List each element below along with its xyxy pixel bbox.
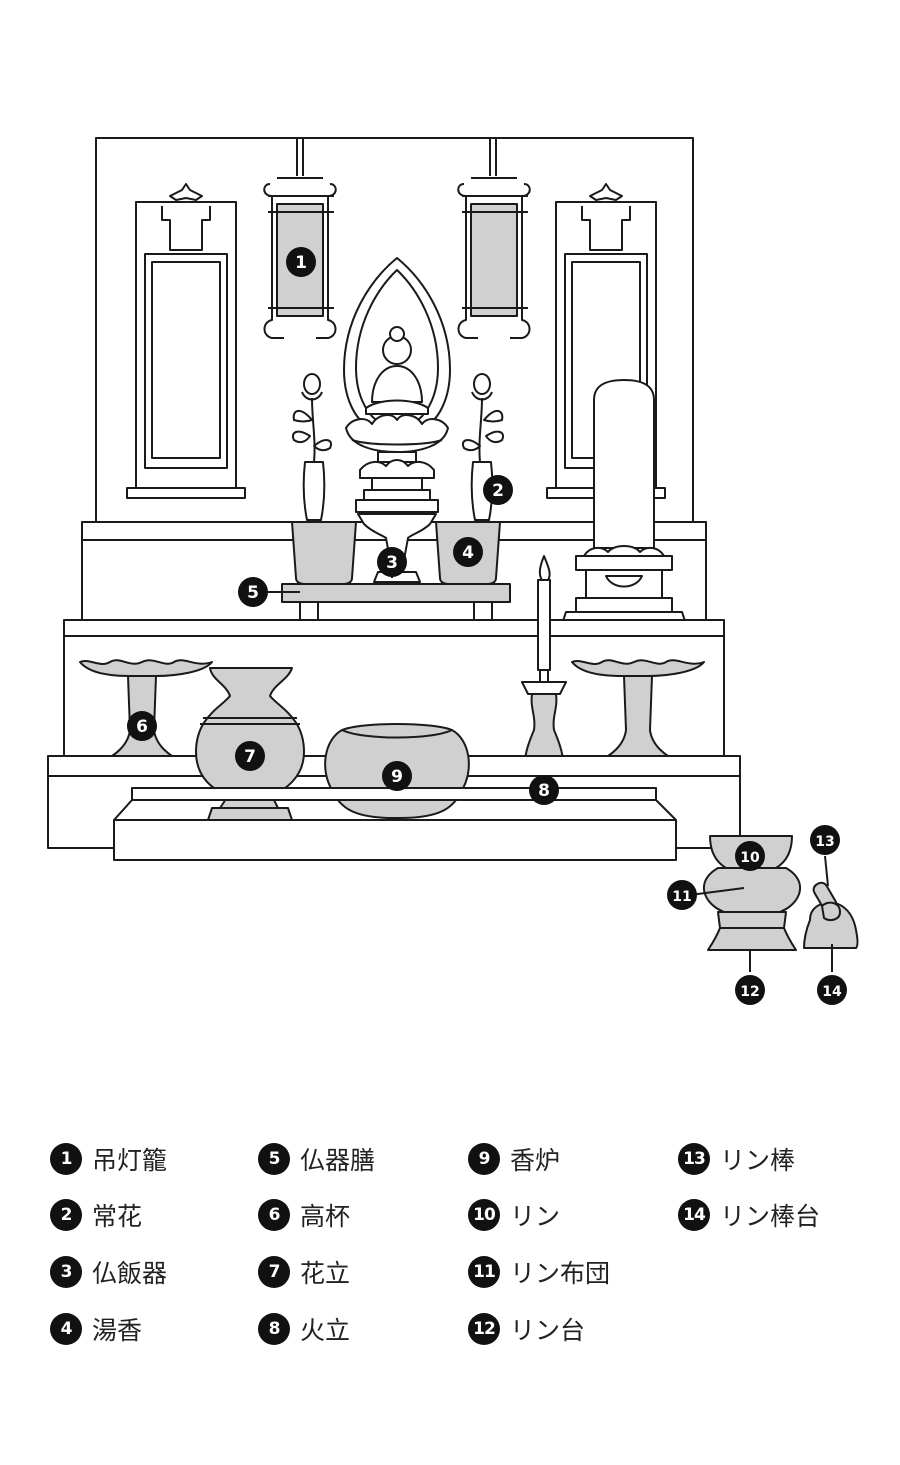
- legend-item-9: 9 香炉: [468, 1142, 560, 1176]
- legend-label: 仏飯器: [92, 1259, 168, 1288]
- legend-badge: 5: [258, 1143, 290, 1175]
- callout-circle: [127, 711, 157, 741]
- legend-label: リン: [510, 1202, 561, 1231]
- callout-10: 10: [735, 841, 765, 871]
- legend-label: 香炉: [510, 1146, 561, 1175]
- callout-circle: [453, 537, 483, 567]
- callout-8: 8: [529, 775, 559, 805]
- callout-circle: [735, 975, 765, 1005]
- callout-number: 2: [492, 481, 504, 501]
- legend-item-7: 7 花立: [258, 1255, 350, 1289]
- callout-6: 6: [127, 711, 157, 741]
- legend-item-12: 12 リン台: [468, 1312, 585, 1346]
- legend-item-3: 3 仏飯器: [50, 1255, 167, 1289]
- front-platform: [113, 787, 677, 861]
- callout-3: 3: [377, 547, 407, 577]
- callout-12: 12: [735, 975, 765, 1005]
- legend-item-10: 10 リン: [468, 1198, 560, 1232]
- callout-number: 13: [815, 834, 834, 850]
- callout-14: 14: [817, 975, 847, 1005]
- legend-label: リン布団: [510, 1259, 611, 1288]
- legend-item-1: 1 吊灯籠: [50, 1142, 167, 1176]
- legend-badge: 9: [468, 1143, 500, 1175]
- legend-badge: 13: [678, 1143, 710, 1175]
- legend-label: 湯香: [92, 1316, 143, 1345]
- lotus-flower-right: [462, 373, 504, 521]
- callout-number: 5: [247, 583, 259, 603]
- legend-item-4: 4 湯香: [50, 1312, 142, 1346]
- bell-set: [702, 835, 802, 951]
- callout-circle: [382, 761, 412, 791]
- callout-circle: [667, 880, 697, 910]
- legend-label: 高杯: [300, 1202, 351, 1231]
- callout-number: 12: [740, 984, 759, 1000]
- callout-number: 6: [136, 717, 148, 737]
- hanging-scroll-left: [126, 183, 246, 499]
- legend-label: 花立: [300, 1259, 351, 1288]
- buddha-statue: [343, 257, 451, 513]
- callout-number: 4: [462, 543, 474, 563]
- legend-item-8: 8 火立: [258, 1312, 350, 1346]
- legend-badge: 11: [468, 1256, 500, 1288]
- legend-badge: 1: [50, 1143, 82, 1175]
- legend-badge: 10: [468, 1199, 500, 1231]
- callout-number: 3: [386, 553, 398, 573]
- legend-label: リン棒: [720, 1146, 796, 1175]
- legend-label: 仏器膳: [300, 1146, 376, 1175]
- callout-2: 2: [483, 475, 513, 505]
- callout-number: 9: [391, 767, 403, 787]
- callout-circle: [810, 825, 840, 855]
- legend-label: 火立: [300, 1316, 351, 1345]
- tea-cup-left: [291, 521, 357, 585]
- callout-1: 1: [286, 247, 316, 277]
- callout-13: 13: [810, 825, 840, 855]
- callout-circle: [238, 577, 268, 607]
- legend-item-14: 14 リン棒台: [678, 1198, 820, 1232]
- callout-number: 11: [672, 889, 691, 905]
- bell-striker-set: [803, 881, 859, 949]
- callout-4: 4: [453, 537, 483, 567]
- callout-circle: [483, 475, 513, 505]
- callout-9: 9: [382, 761, 412, 791]
- callout-circle: [529, 775, 559, 805]
- callout-number: 1: [295, 253, 307, 273]
- callout-number: 10: [740, 850, 760, 866]
- hanging-lantern-right: [457, 138, 531, 339]
- legend-badge: 3: [50, 1256, 82, 1288]
- lotus-flower-left: [292, 373, 332, 521]
- callout-circle: [286, 247, 316, 277]
- legend-item-11: 11 リン布団: [468, 1255, 610, 1289]
- callout-5: 5: [238, 577, 268, 607]
- hanging-lantern-left: [263, 138, 337, 339]
- legend-item-2: 2 常花: [50, 1198, 142, 1232]
- legend-badge: 6: [258, 1199, 290, 1231]
- callout-circle: [377, 547, 407, 577]
- legend-item-13: 13 リン棒: [678, 1142, 795, 1176]
- legend-badge: 14: [678, 1199, 710, 1231]
- callout-circle: [817, 975, 847, 1005]
- callout-number: 8: [538, 781, 550, 801]
- callout-circle: [235, 741, 265, 771]
- callout-number: 14: [822, 984, 842, 1000]
- legend-item-5: 5 仏器膳: [258, 1142, 375, 1176]
- legend-badge: 4: [50, 1313, 82, 1345]
- legend-badge: 7: [258, 1256, 290, 1288]
- callout-circle: [735, 841, 765, 871]
- flower-vase: [195, 667, 305, 821]
- legend-badge: 2: [50, 1199, 82, 1231]
- legend-label: リン棒台: [720, 1202, 821, 1231]
- legend-badge: 12: [468, 1313, 500, 1345]
- legend-label: 常花: [92, 1202, 143, 1231]
- callout-7: 7: [235, 741, 265, 771]
- legend-label: 吊灯籠: [92, 1146, 168, 1175]
- callout-number: 7: [244, 747, 256, 767]
- legend-badge: 8: [258, 1313, 290, 1345]
- legend-label: リン台: [510, 1316, 586, 1345]
- legend-item-6: 6 高杯: [258, 1198, 350, 1232]
- callout-11: 11: [667, 880, 697, 910]
